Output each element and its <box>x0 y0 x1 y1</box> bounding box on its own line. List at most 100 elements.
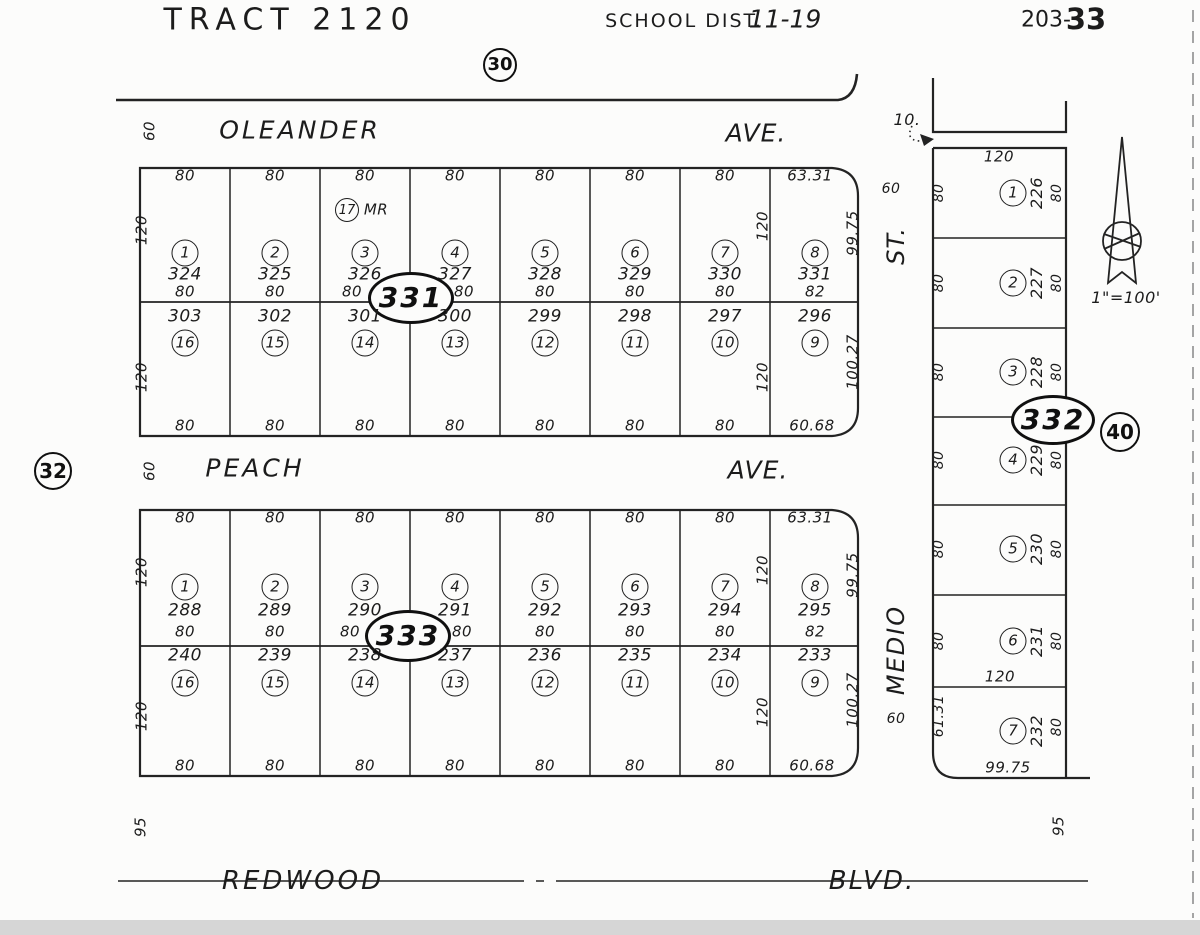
lot-number: 16 <box>171 669 199 697</box>
lot-number: 7 <box>711 573 739 601</box>
side-dim: 80 <box>1049 631 1065 651</box>
street-name-medio: MEDIO <box>882 604 910 696</box>
parcel-number: 324 <box>168 264 202 285</box>
lot-number: 9 <box>801 669 829 697</box>
redwood-setback-west: 95 <box>131 816 150 838</box>
parcel-number: 294 <box>708 600 742 621</box>
parcel-number: 303 <box>168 306 202 327</box>
lot-number: 9 <box>801 329 829 357</box>
lot-number: 3 <box>351 239 379 267</box>
lot-number: 5 <box>999 535 1027 563</box>
front-dim: 80 <box>174 756 196 775</box>
parcel-number: 289 <box>258 600 292 621</box>
peach-width: 60 <box>140 460 159 482</box>
parcel-number: 292 <box>528 600 562 621</box>
oleander-width: 60 <box>140 120 159 142</box>
front-dim: 80 <box>174 508 196 527</box>
side-dim: 61.31 <box>931 694 947 738</box>
depth-dim: 120 <box>132 556 151 588</box>
street-type-peach: AVE. <box>727 455 789 485</box>
sheet-number: 33 <box>1065 2 1107 36</box>
lot-number: 8 <box>801 239 829 267</box>
scale-note: 1"=100' <box>1091 288 1161 307</box>
rear-dim: 80 <box>174 622 196 641</box>
rear-dim: 80 <box>534 622 556 641</box>
street-name-oleander: OLEANDER <box>219 115 381 145</box>
parcel-number: 226 <box>1027 176 1046 210</box>
side-dim: 80 <box>1049 183 1065 203</box>
front-dim: 80 <box>264 166 286 185</box>
front-dim: 80 <box>264 508 286 527</box>
front-dim: 80 <box>264 756 286 775</box>
block-332-lot-lines <box>933 237 1066 688</box>
parcel-number: 240 <box>168 645 202 666</box>
parcel-number: 228 <box>1027 355 1046 389</box>
lot-number: 4 <box>441 573 469 601</box>
parcel-number: 227 <box>1027 266 1046 300</box>
parcel-number: 290 <box>348 600 382 621</box>
block-333-outline <box>138 508 860 778</box>
front-dim: 80 <box>714 508 736 527</box>
street-type-medio: ST. <box>882 227 910 265</box>
redwood-setback-east: 95 <box>1049 815 1068 837</box>
rear-dim: 80 <box>624 282 646 301</box>
depth-dim: 120 <box>132 700 151 732</box>
lot-number: 6 <box>621 573 649 601</box>
parcel-number: 238 <box>348 645 382 666</box>
street-type-oleander: AVE. <box>725 118 787 148</box>
adjacent-sheet-north: 30 <box>483 48 517 82</box>
lot-number: 13 <box>441 329 469 357</box>
front-dim: 80 <box>714 756 736 775</box>
lot-number: 10 <box>711 329 739 357</box>
front-dim: 80 <box>444 416 466 435</box>
rear-dim: 80 <box>174 282 196 301</box>
rear-dim: 80 <box>264 622 286 641</box>
east-boundary-dim: 99.75 <box>843 552 862 598</box>
rear-dim: 80 <box>341 282 363 301</box>
parcel-number: 288 <box>168 600 202 621</box>
north-boundary-line <box>116 73 859 102</box>
parcel-number: 229 <box>1027 443 1046 477</box>
side-dim: 80 <box>1049 717 1065 737</box>
side-dim: 80 <box>931 539 947 559</box>
alley-offset-note: 10. <box>893 110 921 129</box>
parcel-number: 326 <box>348 264 382 285</box>
lot-number: 3 <box>999 358 1027 386</box>
street-return-lines <box>931 78 1068 134</box>
lot-number: 2 <box>261 573 289 601</box>
parcel-number: 231 <box>1027 624 1046 658</box>
front-dim: 80 <box>444 756 466 775</box>
rear-dim: 80 <box>453 282 475 301</box>
depth-dim: 120 <box>753 361 772 393</box>
medio-width-south: 60 <box>886 711 906 727</box>
parcel-number: 301 <box>348 306 382 327</box>
side-dim: 80 <box>1049 362 1065 382</box>
lot-number: 15 <box>261 329 289 357</box>
front-dim: 80 <box>444 166 466 185</box>
side-dim: 80 <box>1049 539 1065 559</box>
lot-number: 6 <box>999 627 1027 655</box>
parcel-number: 291 <box>438 600 472 621</box>
parcel-number: 235 <box>618 645 652 666</box>
lot-number: 12 <box>531 329 559 357</box>
parcel-number: 297 <box>708 306 742 327</box>
rear-dim: 82 <box>804 622 826 641</box>
lot-number: 2 <box>999 269 1027 297</box>
rear-dim: 80 <box>339 622 361 641</box>
front-dim: 80 <box>624 756 646 775</box>
school-district-value: 11-19 <box>748 4 822 34</box>
parcel-number: 302 <box>258 306 292 327</box>
sheet-number-prefix: 203- <box>1021 7 1071 33</box>
block-oval-331: 331 <box>368 272 454 324</box>
lot-number: 10 <box>711 669 739 697</box>
medio-width-north: 60 <box>881 181 901 197</box>
street-type-redwood: BLVD. <box>828 866 916 896</box>
side-dim: 80 <box>931 450 947 470</box>
front-dim: 80 <box>354 508 376 527</box>
side-dim: 80 <box>1049 450 1065 470</box>
lot-number: 15 <box>261 669 289 697</box>
mr-tag: MR <box>363 200 389 219</box>
parcel-number: 325 <box>258 264 292 285</box>
east-boundary-dim: 99.75 <box>843 210 862 256</box>
rear-dim: 80 <box>534 282 556 301</box>
